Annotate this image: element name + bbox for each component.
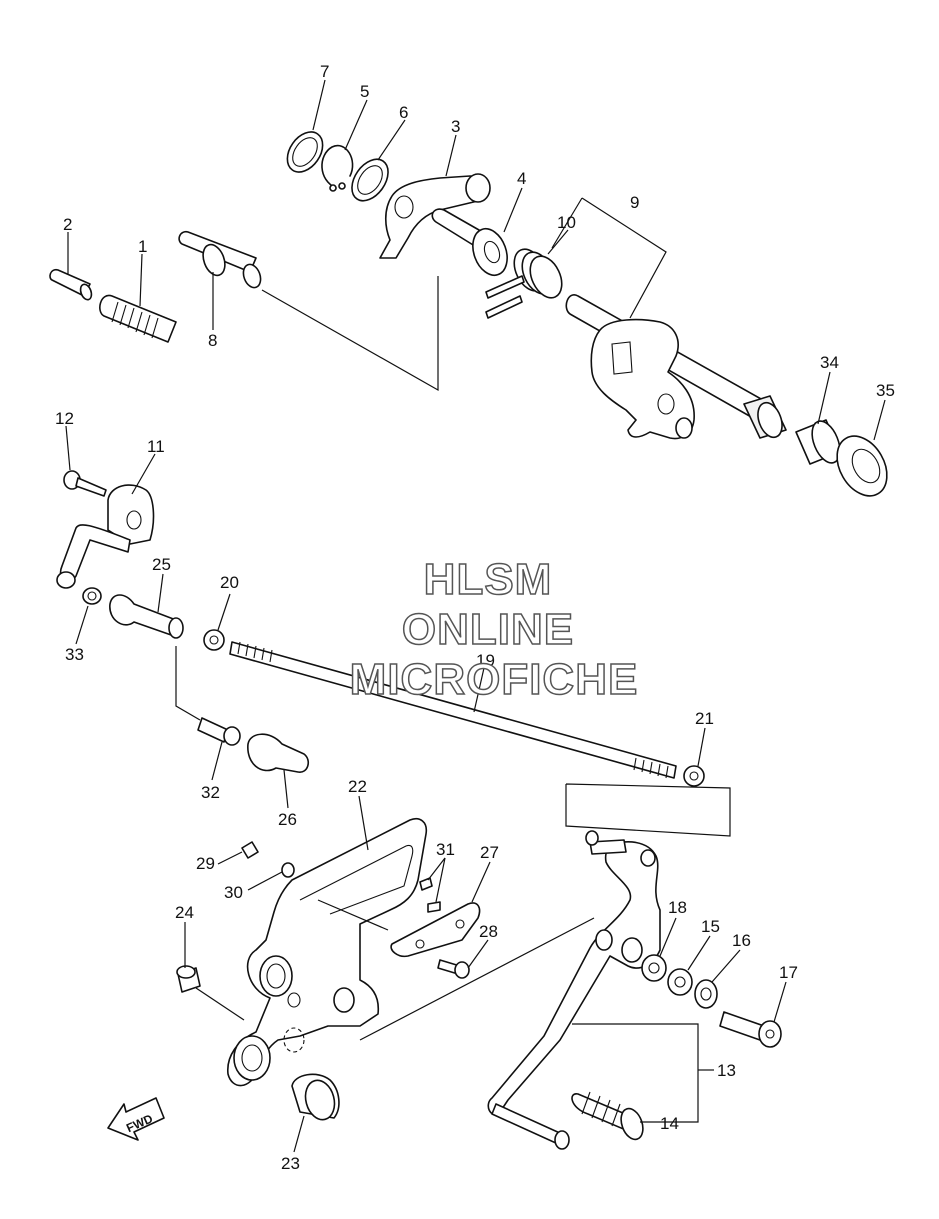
- callout-11: 11: [147, 437, 165, 456]
- part-29-nut: [241, 841, 259, 859]
- callout-16: 16: [732, 931, 751, 950]
- part-31-clips: [419, 877, 441, 913]
- part-8-stud-bolt: [178, 230, 262, 289]
- part-6-washer: [351, 158, 389, 202]
- callout-23: 23: [281, 1154, 300, 1173]
- callout-35: 35: [876, 381, 895, 400]
- part-7-ring: [286, 131, 324, 173]
- part-14-pedal-rubber: [571, 1091, 644, 1141]
- part-27-plate: [390, 902, 481, 958]
- part-15-washer: [667, 968, 693, 996]
- callout-5: 5: [360, 82, 369, 101]
- part-23-rubber: [291, 1073, 340, 1121]
- callout-30: 30: [224, 883, 243, 902]
- callout-32: 32: [201, 783, 220, 802]
- callout-15: 15: [701, 917, 720, 936]
- watermark-line-3: MICROFICHE: [350, 655, 639, 704]
- callout-6: 6: [399, 103, 408, 122]
- forward-arrow-icon: FWD: [107, 1097, 165, 1141]
- part-35-oil-seal: [836, 435, 888, 497]
- part-3-lever: [379, 173, 491, 259]
- part-10-spring: [485, 248, 563, 319]
- callout-33: 33: [65, 645, 84, 664]
- callout-17: 17: [779, 963, 798, 982]
- callout-7: 7: [320, 62, 329, 81]
- part-11-shift-arm: [56, 484, 155, 589]
- part-22-bracket: [227, 818, 428, 1087]
- part-32-bolt: [197, 717, 241, 746]
- leader-bracket-plate: [317, 899, 389, 931]
- callout-8: 8: [208, 331, 217, 350]
- callout-9: 9: [630, 193, 639, 212]
- part-21-nut: [683, 765, 705, 787]
- callout-34: 34: [820, 353, 839, 372]
- callout-20: 20: [220, 573, 239, 592]
- watermark-line-2: ONLINE: [402, 605, 574, 654]
- callout-14: 14: [660, 1114, 679, 1133]
- callout-26: 26: [278, 810, 297, 829]
- part-9-shift-shaft: [565, 294, 787, 440]
- leader-collar: [195, 987, 245, 1021]
- part-25-rod-joint: [109, 594, 184, 639]
- leader-pedal-pivot: [359, 917, 595, 1041]
- callout-labels: 7 5 6 3 4 9 10 2 1 8 34 35 12 11 25 20 3…: [55, 62, 895, 1173]
- callout-19: 19: [476, 651, 495, 670]
- callout-1: 1: [138, 237, 147, 256]
- callout-24: 24: [175, 903, 194, 922]
- callout-13: 13: [717, 1061, 736, 1080]
- part-30-washer: [281, 862, 295, 878]
- callout-22: 22: [348, 777, 367, 796]
- part-13-shift-pedal: [487, 830, 661, 1150]
- part-24-collar: [176, 965, 201, 993]
- callout-27: 27: [480, 843, 499, 862]
- part-5-circlip: [321, 144, 354, 192]
- part-16-seal: [694, 979, 718, 1009]
- part-1-spring: [99, 294, 177, 343]
- callout-21: 21: [695, 709, 714, 728]
- leader-joint-link: [175, 646, 201, 721]
- callout-31: 31: [436, 840, 455, 859]
- leader-rod-end: [565, 783, 731, 837]
- watermark: HLSM ONLINE MICROFICHE: [349, 554, 639, 705]
- leader-shaft-link: [261, 276, 439, 392]
- callout-28: 28: [479, 922, 498, 941]
- callout-10: 10: [557, 213, 576, 232]
- callout-2: 2: [63, 215, 72, 234]
- part-12-bolt: [63, 470, 107, 497]
- callout-4: 4: [517, 169, 526, 188]
- part-17-bolt: [719, 1011, 782, 1048]
- part-2-pin: [49, 268, 93, 301]
- watermark-line-1: HLSM: [424, 555, 553, 604]
- callout-leaders: [65, 79, 886, 1153]
- callout-18: 18: [668, 898, 687, 917]
- callout-3: 3: [451, 117, 460, 136]
- part-26-joint-cover: [247, 733, 310, 773]
- part-19-shift-rod: [229, 641, 677, 779]
- callout-29: 29: [196, 854, 215, 873]
- part-28-screw: [437, 959, 470, 979]
- callout-25: 25: [152, 555, 171, 574]
- part-4-shaft: [431, 208, 508, 277]
- part-33-nut: [82, 587, 102, 605]
- callout-12: 12: [55, 409, 74, 428]
- part-20-nut: [203, 629, 225, 651]
- part-18-washer: [641, 954, 667, 982]
